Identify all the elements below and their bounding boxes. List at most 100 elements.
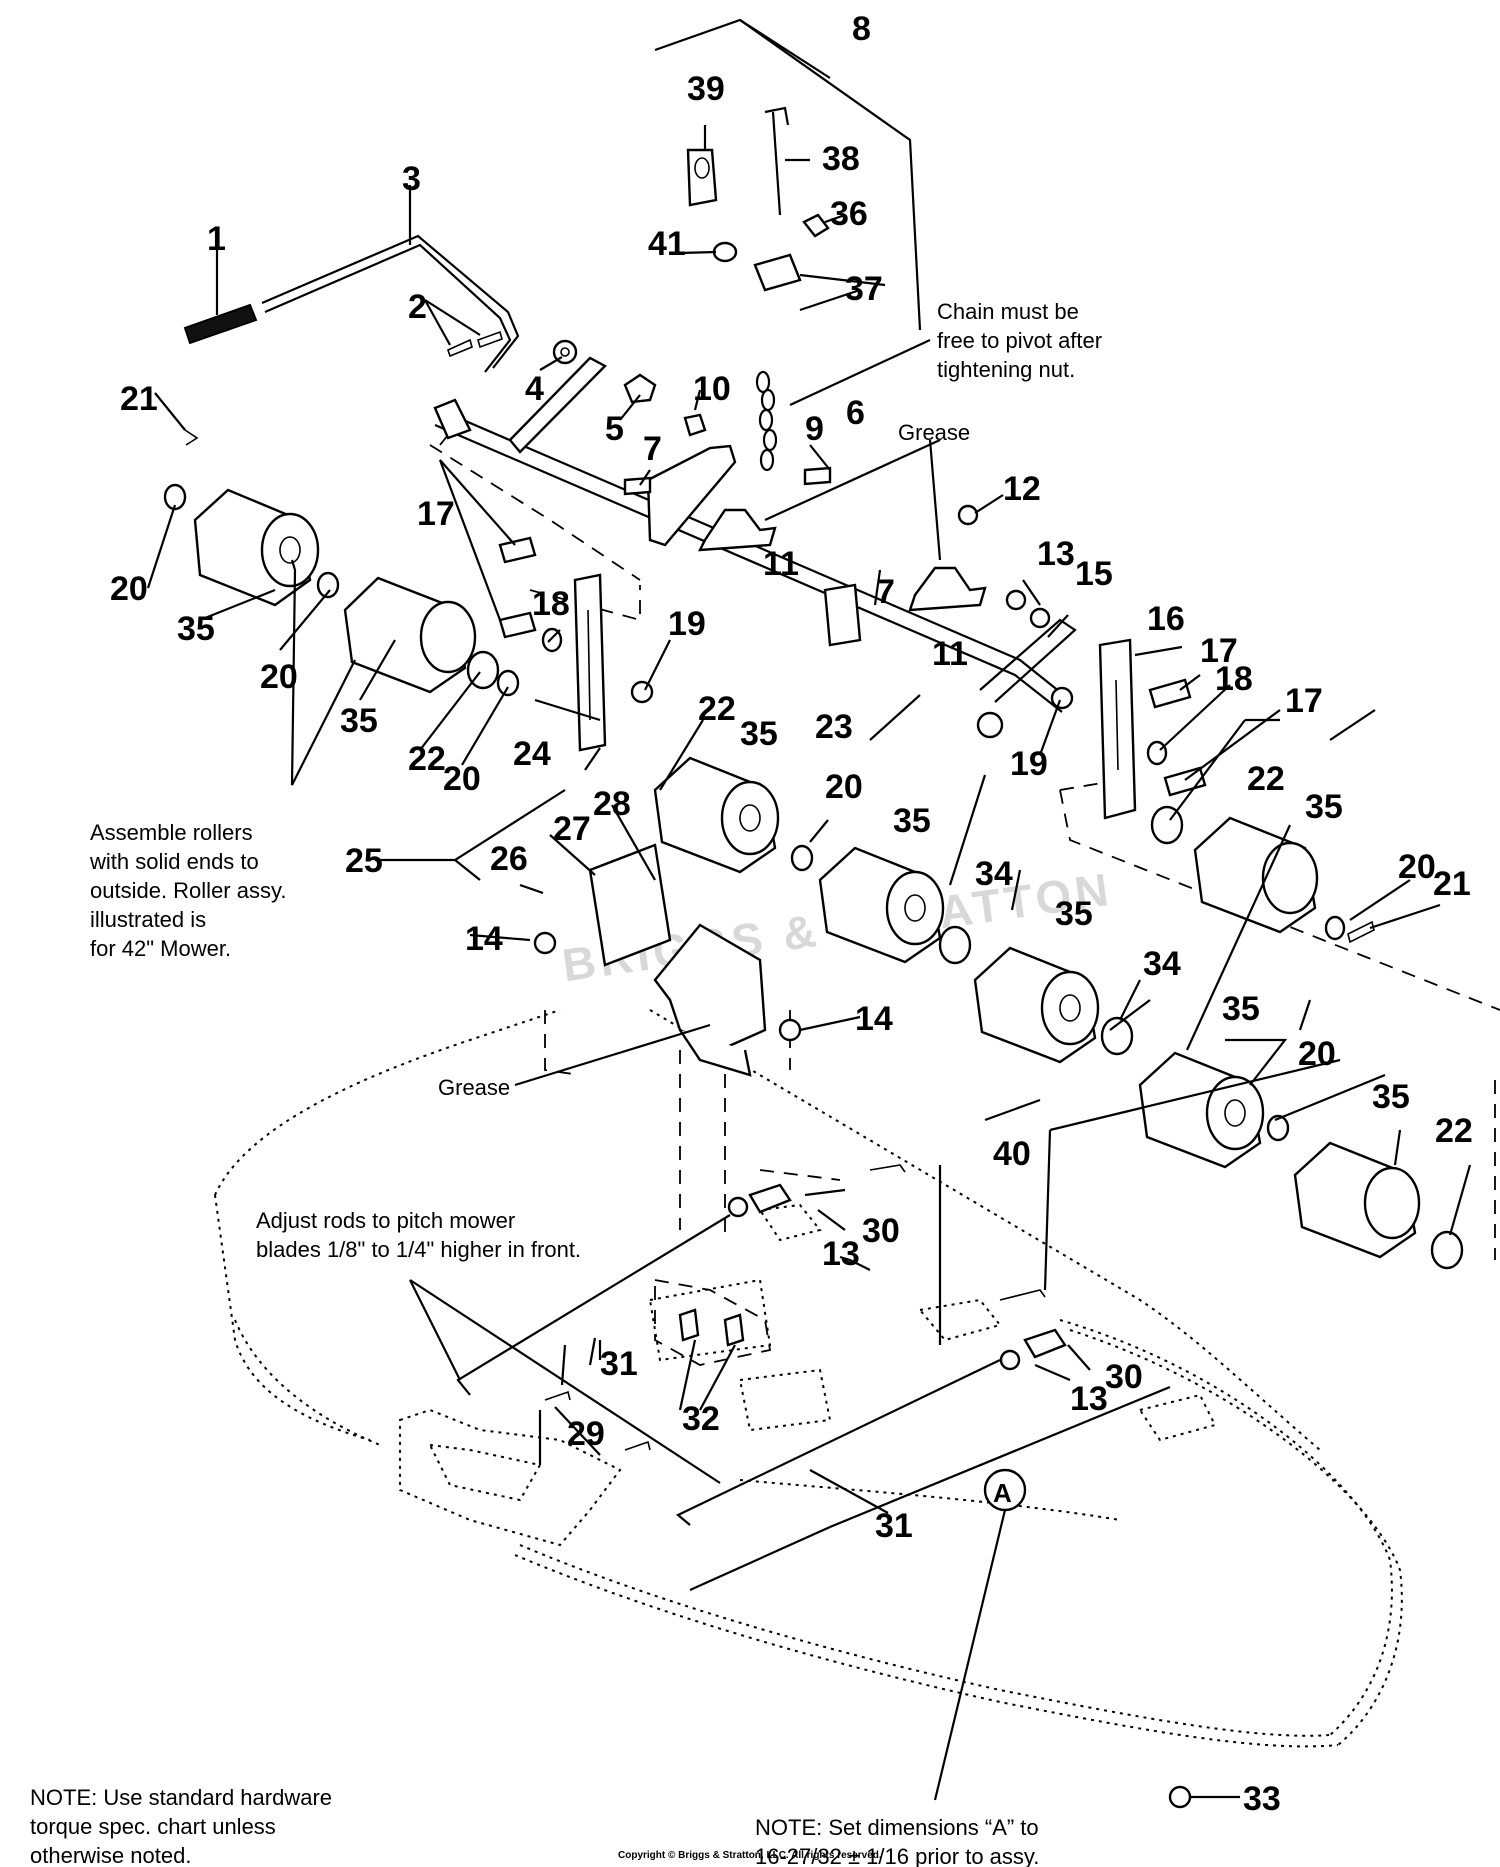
callout-14a: 14 — [465, 920, 503, 958]
adjustment-rods — [456, 1164, 1067, 1526]
callout-3: 3 — [402, 160, 421, 198]
callout-7a: 7 — [643, 430, 662, 468]
callout-35d: 35 — [893, 802, 931, 840]
leader-lines — [146, 18, 1472, 1801]
callout-5: 5 — [605, 410, 624, 448]
callout-13c: 13 — [1070, 1380, 1108, 1418]
callout-22d: 22 — [1435, 1112, 1473, 1150]
callout-22a: 22 — [408, 740, 446, 778]
adjust-note-line-1: Adjust rods to pitch mower — [256, 1208, 516, 1233]
roller-2 — [343, 576, 477, 694]
hardware-note-line-2: torque spec. chart unless — [30, 1814, 276, 1839]
callout-4: 4 — [525, 370, 544, 408]
spacers — [466, 650, 1464, 1270]
callout-19b: 19 — [1010, 745, 1048, 783]
roller-4 — [818, 846, 945, 964]
lift-rod — [261, 234, 520, 373]
callout-12: 12 — [1003, 470, 1041, 508]
callout-29: 29 — [567, 1415, 605, 1453]
callout-26: 26 — [490, 840, 528, 878]
callout-25: 25 — [345, 842, 383, 880]
hardware-note-line-1: NOTE: Use standard hardware — [30, 1785, 333, 1810]
callout-35c: 35 — [740, 715, 778, 753]
callout-38: 38 — [822, 140, 860, 178]
callout-35h: 35 — [1372, 1078, 1410, 1116]
callout-31b: 31 — [875, 1507, 913, 1545]
rollers-note: Assemble rollers with solid ends to outs… — [90, 818, 286, 963]
dimension-note-line-2: 16-27/32 ± 1/16 prior to assy. — [755, 1844, 1040, 1867]
callout-20d: 20 — [825, 768, 863, 806]
dimension-a-label: A — [993, 1478, 1012, 1508]
callout-6: 6 — [846, 394, 865, 432]
callout-1: 1 — [207, 220, 226, 258]
rollers-note-line-2: with solid ends to — [90, 849, 259, 874]
roller-5 — [973, 946, 1100, 1064]
callout-27: 27 — [553, 810, 591, 848]
callout-17b: 17 — [1200, 632, 1238, 670]
dimension-note-line-1: NOTE: Set dimensions “A” to — [755, 1815, 1039, 1840]
callout-19a: 19 — [668, 605, 706, 643]
chain — [755, 370, 778, 472]
chain-note-line-1: Chain must be — [937, 299, 1079, 324]
callout-39: 39 — [687, 70, 725, 108]
callout-33: 33 — [1243, 1780, 1281, 1818]
callout-24: 24 — [513, 735, 551, 773]
copyright-footer: Copyright © Briggs & Stratton, LLC. All … — [618, 1850, 882, 1861]
handle-grip — [183, 303, 258, 345]
dimension-a-marker — [983, 1468, 1027, 1512]
hardware-note-line-3: otherwise noted. — [30, 1843, 192, 1867]
callout-11b: 11 — [932, 635, 968, 673]
callout-7b: 7 — [876, 573, 895, 611]
callout-36: 36 — [830, 195, 868, 233]
rollers-note-line-4: illustrated is — [90, 907, 207, 932]
callout-22b: 22 — [698, 690, 736, 728]
chain-note: Chain must be free to pivot after tighte… — [937, 297, 1102, 384]
callout-20e: 20 — [1398, 848, 1436, 886]
roller-7 — [1193, 816, 1319, 934]
callout-14b: 14 — [855, 1000, 893, 1038]
callout-21b: 21 — [1433, 865, 1471, 903]
front-hanger-bracket — [533, 843, 802, 1077]
callout-15: 15 — [1075, 555, 1113, 593]
grease-note-bottom: Grease — [438, 1075, 511, 1100]
callout-23: 23 — [815, 708, 853, 746]
callout-35e: 35 — [1055, 895, 1093, 933]
callout-31a: 31 — [600, 1345, 638, 1383]
chain-note-line-3: tightening nut. — [937, 357, 1076, 382]
callout-40: 40 — [993, 1135, 1031, 1173]
callout-28: 28 — [593, 785, 631, 823]
callout-18b: 18 — [1215, 660, 1253, 698]
callout-34b: 34 — [1143, 945, 1181, 983]
callout-21a: 21 — [120, 380, 158, 418]
callout-35b: 35 — [340, 702, 378, 740]
callout-20a: 20 — [110, 570, 148, 608]
roller-6 — [1138, 1051, 1265, 1169]
adjust-note-line-2: blades 1/8" to 1/4" higher in front. — [256, 1237, 582, 1262]
rollers-note-line-1: Assemble rollers — [90, 820, 253, 845]
callout-20c: 20 — [443, 760, 481, 798]
callout-20f: 20 — [1298, 1035, 1336, 1073]
callout-13b: 13 — [822, 1235, 860, 1273]
callout-13a: 13 — [1037, 535, 1075, 573]
bearing-strap-11 — [697, 508, 987, 612]
callout-18a: 18 — [532, 585, 570, 623]
lift-shaft — [433, 356, 1077, 739]
cotter-pins-2 — [447, 330, 503, 358]
hardware-small-parts — [163, 339, 1375, 1142]
callout-34a: 34 — [975, 855, 1013, 893]
callout-30a: 30 — [862, 1212, 900, 1250]
callout-8: 8 — [852, 10, 871, 48]
callout-35a: 35 — [177, 610, 215, 648]
callout-41: 41 — [648, 225, 686, 263]
callout-35g: 35 — [1305, 788, 1343, 826]
grease-note-top: Grease — [898, 420, 971, 445]
right-hanger-bracket — [1098, 638, 1137, 820]
dimension-note: NOTE: Set dimensions “A” to 16-27/32 ± 1… — [755, 1813, 1039, 1867]
rollers — [193, 488, 1421, 1259]
callout-17c: 17 — [1285, 682, 1323, 720]
roller-3 — [653, 756, 780, 874]
callout-9: 9 — [805, 410, 824, 448]
deck-bolts — [678, 1308, 1192, 1809]
hardware-note: NOTE: Use standard hardware torque spec.… — [30, 1783, 332, 1867]
